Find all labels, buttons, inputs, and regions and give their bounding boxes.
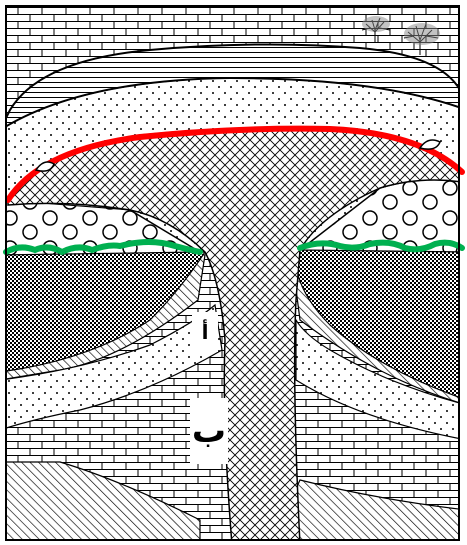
label-b: ب: [190, 398, 228, 464]
label-a: أ: [192, 312, 218, 352]
